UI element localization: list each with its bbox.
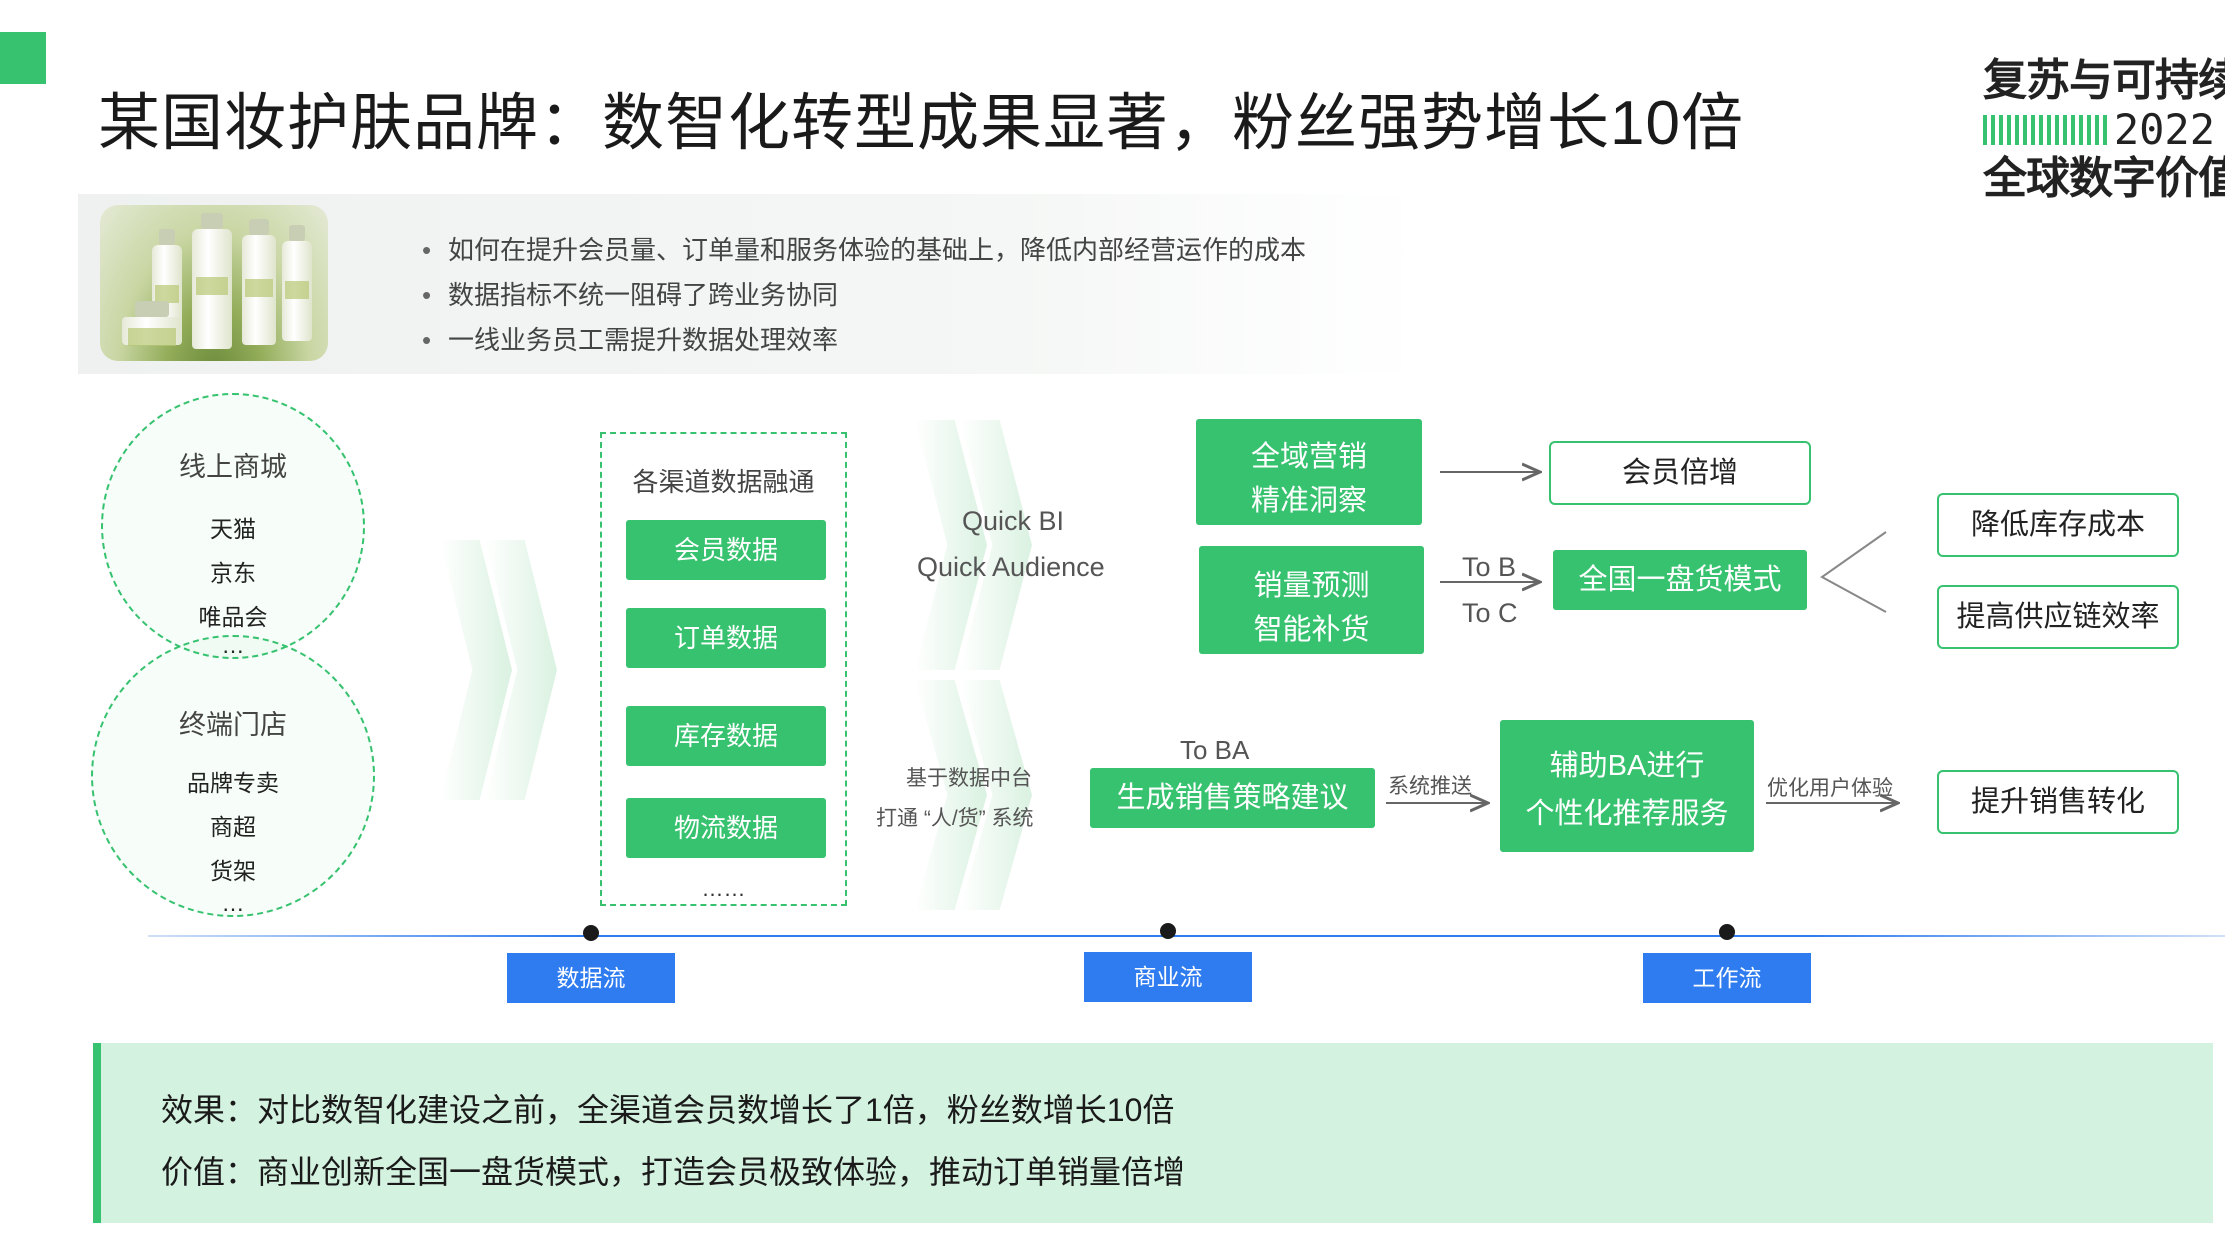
channel-item: 商超 (210, 814, 256, 840)
challenge-item: •如何在提升会员量、订单量和服务体验的基础上，降低内部经营运作的成本 (422, 235, 1307, 265)
optimize-experience-label: 优化用户体验 (1767, 777, 1893, 800)
reduce-inventory-cost-box: 降低库存成本 (1937, 493, 2179, 557)
logo-barcode-graphic (1983, 115, 2108, 145)
page-title: 某国妆护肤品牌：数智化转型成果显著，粉丝强势增长10倍 (98, 89, 1744, 158)
offline-channels-circle: 终端门店 品牌专卖 商超 货架 … (91, 635, 375, 917)
result-value: 价值：商业创新全国一盘货模式，打造会员极致体验，推动订单销量倍增 (161, 1154, 1186, 1190)
unified-inventory-block: 全国一盘货模式 (1553, 550, 1807, 610)
sales-conversion-box: 提升销售转化 (1937, 770, 2179, 834)
data-item-inventory: 库存数据 (626, 706, 826, 766)
result-effect: 效果：对比数智化建设之前，全渠道会员数增长了1倍，粉丝数增长10倍 (161, 1092, 1175, 1128)
to-c-label: To C (1462, 598, 1518, 628)
challenge-list: •如何在提升会员量、订单量和服务体验的基础上，降低内部经营运作的成本 •数据指标… (422, 228, 1306, 363)
timeline-line (148, 935, 2225, 937)
challenge-item: •数据指标不统一阻碍了跨业务协同 (422, 280, 839, 310)
channel-item: 货架 (210, 858, 256, 884)
stage-business-flow: 商业流 (1084, 952, 1252, 1002)
sales-strategy-block: 生成销售策略建议 (1090, 768, 1375, 828)
forecast-replenish-block: 销量预测 智能补货 (1199, 546, 1424, 654)
quick-audience-label: Quick Audience (917, 552, 1105, 582)
data-more-ellipsis: …… (701, 876, 746, 901)
online-channels-title: 线上商城 (179, 452, 287, 482)
quick-bi-label: Quick BI (962, 506, 1065, 536)
stage-work-flow: 工作流 (1643, 953, 1811, 1003)
platform-label: 打通 “人/货” 系统 (876, 807, 1034, 830)
data-item-member: 会员数据 (626, 520, 826, 580)
member-growth-box: 会员倍增 (1549, 441, 1811, 505)
channel-item: 品牌专卖 (187, 770, 279, 796)
data-fusion-title: 各渠道数据融通 (632, 467, 815, 497)
corner-accent-square (0, 32, 46, 84)
summit-logo: 复苏与可持续发展 2022 全球数字价值峰会 (1983, 55, 2225, 205)
to-ba-label: To BA (1180, 735, 1250, 765)
stage-data-flow: 数据流 (507, 953, 675, 1003)
timeline-dot (1719, 924, 1735, 940)
marketing-insight-block: 全域营销 精准洞察 (1196, 419, 1422, 525)
channel-item: 天猫 (210, 516, 256, 542)
data-item-logistics: 物流数据 (626, 798, 826, 858)
data-item-order: 订单数据 (626, 608, 826, 668)
challenge-item: •一线业务员工需提升数据处理效率 (422, 325, 839, 355)
ba-recommendation-block: 辅助BA进行 个性化推荐服务 (1500, 720, 1754, 852)
offline-channels-title: 终端门店 (179, 710, 287, 740)
logo-year-row: 2022 (1983, 107, 2215, 153)
improve-supply-chain-box: 提高供应链效率 (1937, 585, 2179, 649)
results-panel: 效果：对比数智化建设之前，全渠道会员数增长了1倍，粉丝数增长10倍 价值：商业创… (93, 1043, 2213, 1223)
logo-line-3: 全球数字价值峰会 (1983, 154, 2225, 203)
platform-label: 基于数据中台 (906, 767, 1032, 790)
channel-item: 唯品会 (198, 604, 268, 630)
data-fusion-box: 各渠道数据融通 会员数据 订单数据 库存数据 物流数据 …… (600, 432, 847, 906)
logo-year: 2022 (2113, 105, 2215, 154)
to-b-label: To B (1462, 552, 1517, 582)
timeline-dot (1160, 923, 1176, 939)
timeline-dot (583, 925, 599, 941)
system-push-label: 系统推送 (1388, 775, 1472, 798)
logo-line-1: 复苏与可持续发展 (1983, 56, 2225, 105)
product-photo (100, 205, 328, 361)
channel-item: … (221, 890, 245, 916)
channel-item: 京东 (210, 560, 256, 586)
